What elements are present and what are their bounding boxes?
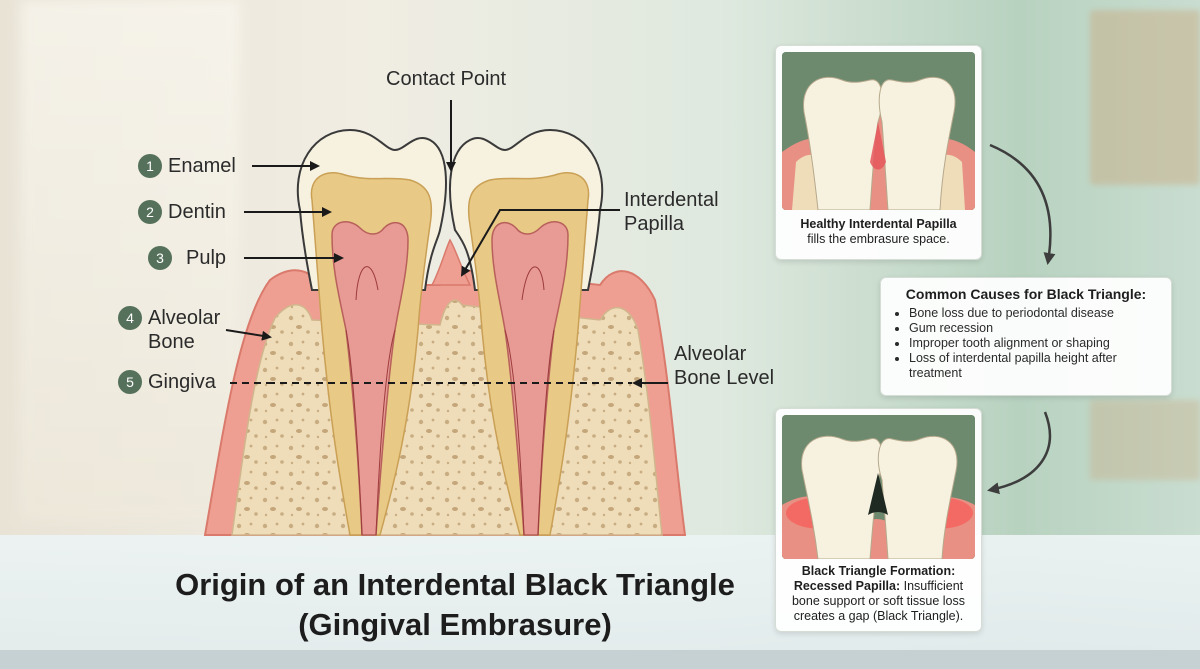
black-triangle-text: Insufficient bone support or soft tissue…	[791, 579, 965, 623]
healthy-card-title: Healthy Interdental Papilla	[800, 217, 957, 231]
dentin-text: Dentin	[168, 201, 226, 223]
right-tooth-pulp	[491, 221, 569, 536]
causes-card: Common Causes for Black Triangle: Bone l…	[880, 277, 1172, 396]
flow-arrow-down	[989, 143, 1056, 265]
causes-title: Common Causes for Black Triangle:	[905, 286, 1147, 302]
alveolar-bone-level-label: Alveolar Bone Level	[674, 343, 775, 389]
label-alveolar-bone: 4 Alveolar Bone	[118, 306, 238, 354]
title-line-1: Origin of an Interdental Black Triangle	[175, 567, 735, 602]
label-dentin: 2 Dentin	[138, 200, 226, 224]
badge-1: 1	[138, 154, 162, 178]
gingiva-text: Gingiva	[148, 371, 216, 393]
title-line-2: (Gingival Embrasure)	[298, 607, 612, 642]
black-triangle-description: Recessed Papilla: Insufficient bone supp…	[780, 579, 977, 624]
badge-4: 4	[118, 306, 142, 330]
page-title: Origin of an Interdental Black Triangle …	[110, 565, 800, 645]
papilla-arrow	[460, 209, 620, 277]
healthy-card-text: fills the embrasure space.	[807, 232, 950, 246]
cause-item: Bone loss due to periodontal disease	[909, 306, 1171, 321]
black-triangle-image	[782, 415, 975, 559]
causes-list: Bone loss due to periodontal disease Gum…	[881, 306, 1171, 381]
background-counter	[0, 535, 1200, 669]
black-triangle-lead: Recessed Papilla:	[793, 579, 901, 593]
cause-item: Gum recession	[909, 321, 1171, 336]
enamel-text: Enamel	[168, 155, 236, 177]
pulp-text: Pulp	[186, 247, 227, 269]
black-triangle-title: Black Triangle Formation:	[801, 564, 956, 578]
left-tooth	[296, 128, 447, 536]
healthy-papilla-image	[782, 52, 975, 210]
badge-5: 5	[118, 370, 142, 394]
contact-point-label: Contact Point	[386, 68, 507, 90]
label-pulp: 3 Pulp	[148, 246, 226, 270]
left-tooth-pulp	[331, 221, 409, 536]
label-gingiva: 5 Gingiva	[118, 370, 216, 394]
interdental-papilla-label: Interdental Papilla	[624, 189, 719, 235]
background-cabinet	[1090, 400, 1200, 480]
alveolar-bone-text: Alveolar Bone	[148, 307, 221, 353]
cause-item: Loss of interdental papilla height after…	[909, 351, 1171, 381]
background-counter-edge	[0, 650, 1200, 669]
cause-item: Improper tooth alignment or shaping	[909, 336, 1171, 351]
badge-3: 3	[148, 246, 172, 270]
badge-2: 2	[138, 200, 162, 224]
background-window	[20, 0, 240, 520]
flow-arrow-left	[987, 411, 1052, 495]
alveolar-bone-arrow	[225, 329, 272, 341]
alveolar-bone	[231, 299, 663, 536]
gingiva-dash-lead	[230, 382, 270, 384]
background-shelf	[1090, 10, 1200, 185]
black-triangle-card: Black Triangle Formation: Recessed Papil…	[775, 408, 982, 632]
label-enamel: 1 Enamel	[138, 154, 236, 178]
healthy-papilla-card: Healthy Interdental Papilla fills the em…	[775, 45, 982, 260]
